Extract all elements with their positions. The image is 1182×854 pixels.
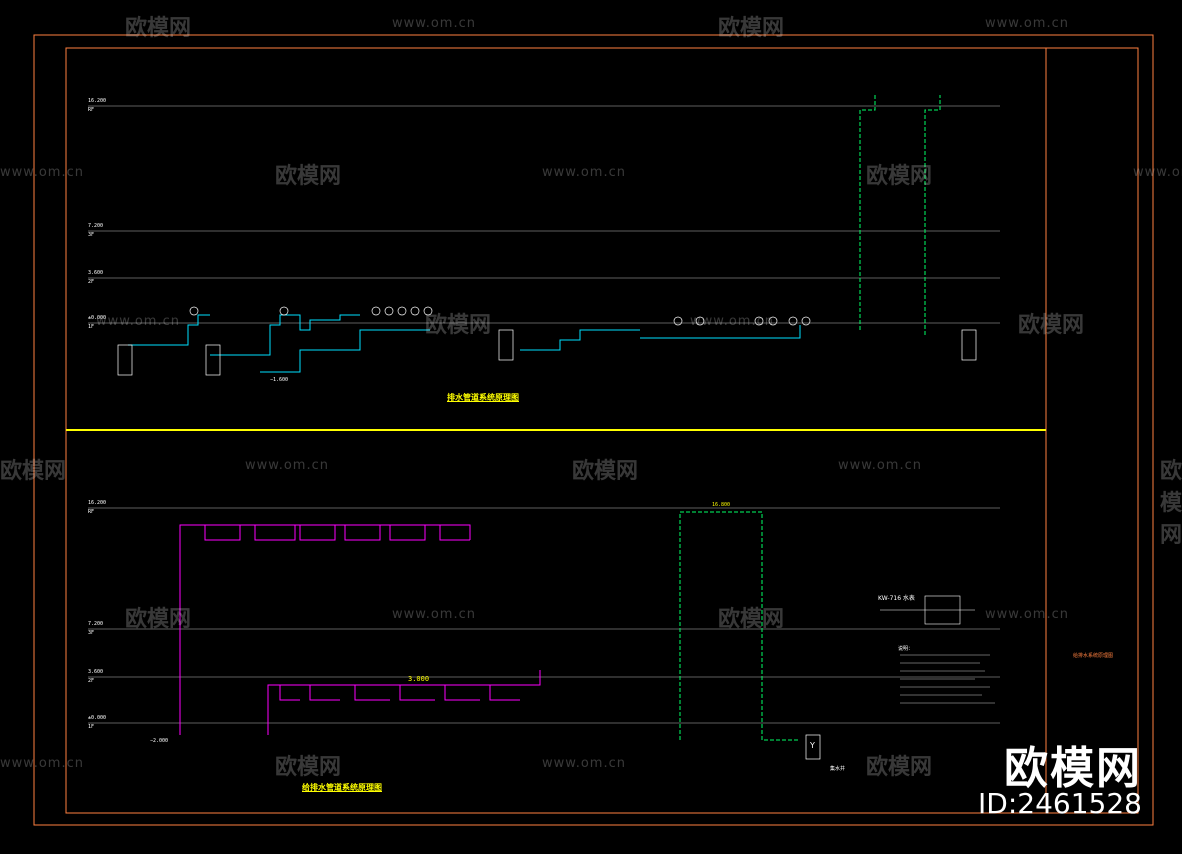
orange-side-note: 给排水系统原理图 — [1073, 653, 1114, 659]
level-label-3f-elev: 7.200 — [88, 223, 104, 229]
elev-label-bottom: −2.000 — [150, 738, 169, 744]
level-label-1f-elev-b: ±0.000 — [88, 715, 107, 721]
top-level-lines — [88, 105, 1000, 324]
top-sumps — [117, 329, 977, 376]
level-label-1f-elev: ±0.000 — [88, 315, 107, 321]
level-label-1f: 1F — [88, 324, 95, 330]
bottom-level-lines — [88, 507, 1000, 724]
top-value-label: 16.800 — [712, 502, 731, 508]
tag-y: Y — [810, 741, 815, 750]
mid-value-label: 3.000 — [408, 675, 430, 683]
level-label-2f-elev-b: 3.600 — [88, 669, 104, 675]
sump-label: 集水井 — [830, 766, 846, 772]
legend-box — [880, 595, 975, 625]
level-label-2f-elev: 3.600 — [88, 270, 104, 276]
bottom-riser-loop — [679, 511, 800, 741]
top-risers — [859, 95, 941, 335]
brand-logo-text: 欧模网 — [1004, 743, 1142, 794]
legend-notes — [900, 654, 995, 704]
elev-label-top: −1.600 — [270, 377, 289, 383]
level-label-rf-b: RF — [88, 509, 95, 515]
bottom-sump — [805, 734, 821, 760]
level-label-rf: RF — [88, 107, 95, 113]
level-label-rf-elev: 16.200 — [88, 98, 107, 104]
brand-id-text: ID:2461528 — [978, 787, 1142, 820]
top-drawing-title: 排水管道系统原理图 — [447, 393, 519, 402]
bottom-drawing-title: 给排水管道系统原理图 — [302, 783, 382, 792]
level-label-3f-elev-b: 7.200 — [88, 621, 104, 627]
level-label-rf-elev-b: 16.200 — [88, 500, 107, 506]
level-label-2f: 2F — [88, 279, 95, 285]
level-label-3f-b: 3F — [88, 630, 95, 636]
top-fixtures — [189, 306, 811, 326]
top-drain-piping — [128, 314, 801, 373]
outer-frame — [33, 34, 1154, 826]
level-label-3f: 3F — [88, 232, 95, 238]
kw-label: KW-716 水表 — [878, 595, 915, 602]
level-label-1f-b: 1F — [88, 724, 95, 730]
legend-title: 说明： — [898, 646, 914, 652]
level-label-2f-b: 2F — [88, 678, 95, 684]
bottom-supply-piping — [179, 524, 541, 735]
